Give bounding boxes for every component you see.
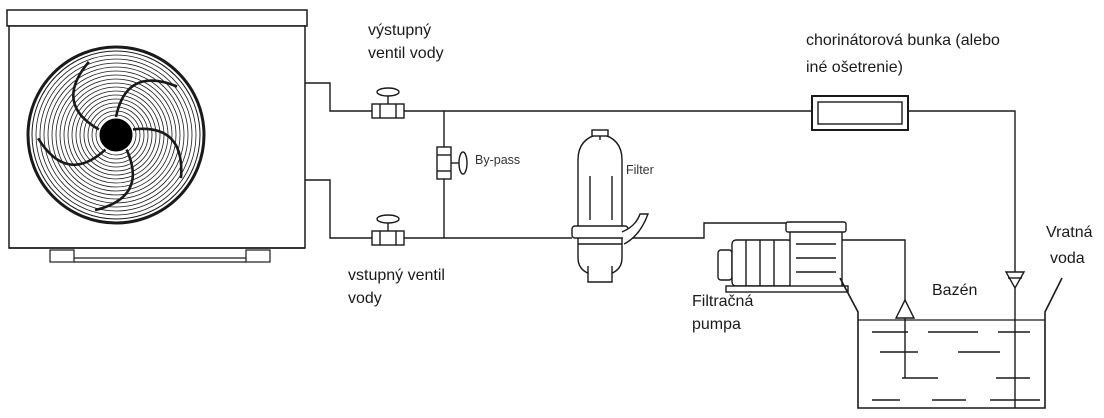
fan-grille-ring (79, 98, 153, 172)
bypass-valve-icon (436, 146, 468, 180)
filter-label: Filter (626, 163, 654, 177)
fan-grille-ring (87, 106, 145, 164)
pump-label-line2: pumpa (692, 316, 741, 333)
inlet-valve-icon (371, 214, 405, 246)
pool-label: Bazén (932, 282, 978, 299)
outlet-valve-label-line2: ventil vody (368, 45, 444, 62)
fan-blade (94, 149, 135, 212)
fan-grille-ring (43, 62, 189, 208)
fan-grille-ring (71, 90, 161, 180)
filter-pump-icon (717, 221, 849, 293)
flow-arrow-icon (894, 271, 1026, 319)
fan-blade (72, 61, 100, 131)
fan-blade (132, 127, 183, 179)
heat-pump-unit-icon (6, 9, 308, 263)
fan-grille-ring (83, 102, 149, 168)
return-water-label-line2: voda (1050, 250, 1085, 267)
fan-grille-ring (39, 58, 193, 212)
chlorinator-label-line1: chorinátorová bunka (alebo (806, 32, 1000, 49)
fan-grille-ring (35, 54, 197, 216)
fan-grille-ring (67, 86, 165, 184)
chlorinator-cell-icon (811, 95, 909, 131)
outlet-valve-icon (371, 87, 405, 119)
fan-blade (114, 79, 178, 118)
fan-grille-ring (91, 110, 141, 160)
return-water-label-line1: Vratná (1046, 224, 1093, 241)
pipework (305, 82, 1016, 378)
fan-icon (26, 45, 206, 225)
inlet-valve-label-line1: vstupný ventil (348, 267, 445, 284)
pool-basin-icon (839, 277, 1063, 409)
bypass-label: By-pass (475, 153, 521, 167)
chlorinator-label-line2: iné ošetrenie) (806, 59, 903, 76)
fan-grille-ring (75, 94, 157, 176)
outlet-valve-label-line1: výstupný (368, 22, 432, 39)
sand-filter-icon (571, 129, 649, 283)
pump-label-line1: Filtračná (692, 293, 754, 310)
fan-grille-ring (55, 74, 177, 196)
fan-grille-ring (59, 78, 173, 192)
fan-grille-ring (51, 70, 181, 200)
inlet-valve-label-line2: vody (348, 290, 382, 307)
fan-blade (36, 137, 107, 166)
